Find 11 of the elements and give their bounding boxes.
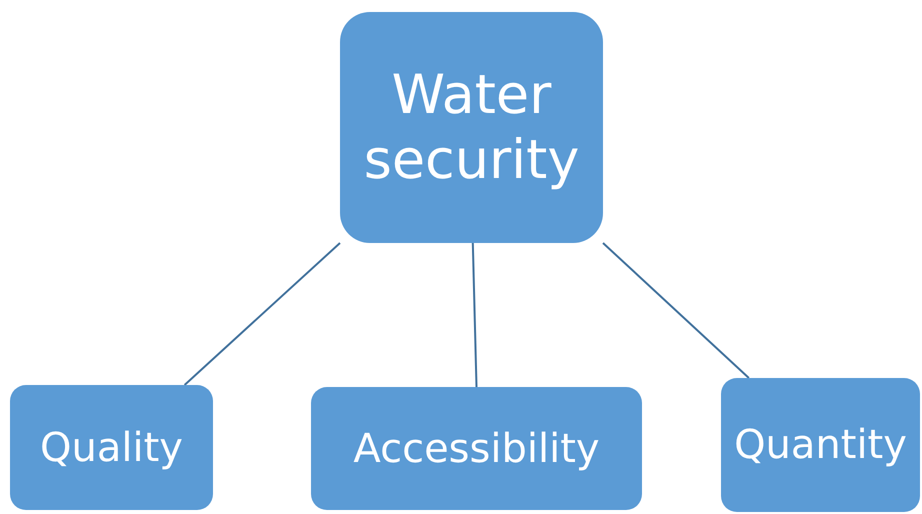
topic-box [340, 12, 603, 243]
node-label: Accessibility [352, 424, 601, 472]
connector-line [184, 242, 341, 386]
topic-box [721, 378, 920, 512]
topic-box [311, 387, 642, 510]
connector-line [472, 242, 478, 388]
node-label: Water security [362, 62, 580, 192]
connector-line [602, 242, 750, 379]
topic-box [10, 385, 213, 510]
node-label: Quantity [733, 421, 908, 469]
node-label: Quality [39, 424, 184, 472]
